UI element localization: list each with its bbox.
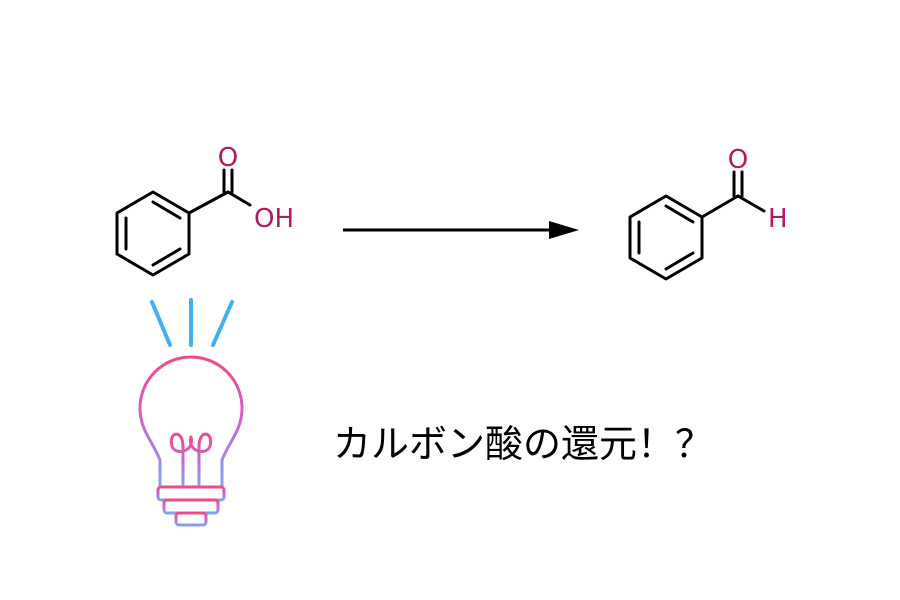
light-rays	[150, 298, 234, 347]
benzoic-acid-structure	[115, 168, 252, 277]
aromatic-double-bond	[151, 247, 182, 267]
benzaldehyde-structure	[628, 170, 766, 281]
reactant-hydroxyl-label: OH	[254, 204, 294, 234]
aromatic-double-bond	[664, 251, 695, 271]
bulb-filament	[169, 432, 213, 489]
carbon-hydrogen-bond	[736, 194, 766, 213]
ring-carbonyl-bond	[187, 190, 230, 215]
bulb-base-lower	[162, 498, 220, 515]
aromatic-double-bond	[151, 200, 182, 220]
bulb-glass	[138, 355, 244, 489]
reactant-oxygen-label: O	[218, 143, 238, 173]
product-hydrogen-label: H	[768, 204, 788, 234]
ring-carbonyl-bond	[700, 194, 740, 219]
aromatic-double-bond	[664, 204, 695, 224]
bulb-base-tip	[174, 511, 208, 527]
bulb-base-upper	[156, 485, 226, 502]
reaction-arrow	[343, 221, 579, 239]
product-oxygen-label: O	[728, 145, 748, 175]
lightbulb-icon	[138, 298, 244, 527]
benzene-ring-product	[628, 194, 704, 281]
caption-text: カルボン酸の還元！？	[333, 422, 713, 466]
benzene-ring-reactant	[115, 190, 191, 277]
carbon-hydroxyl-bond	[226, 190, 252, 207]
